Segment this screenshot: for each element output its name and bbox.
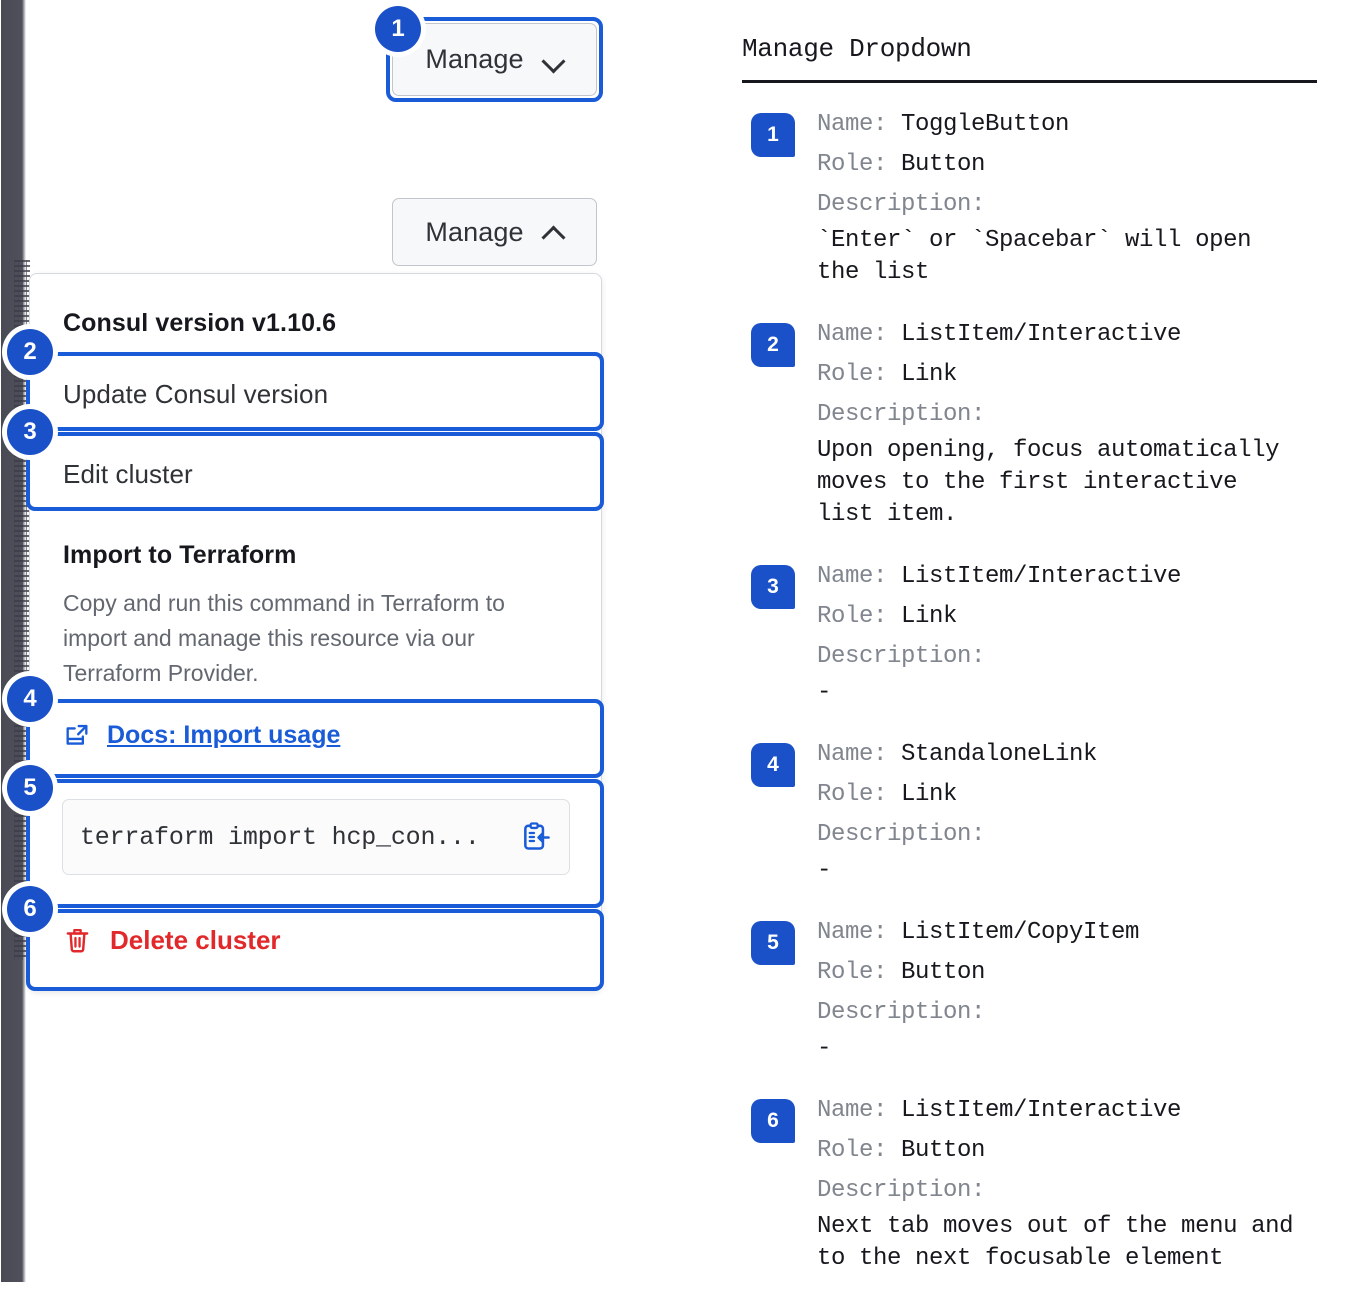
- legend-description-value: -: [817, 857, 832, 884]
- legend-name-value: ToggleButton: [901, 111, 1070, 138]
- callout-badge-3: 3: [7, 409, 53, 455]
- legend-name-label: Name:: [817, 1097, 902, 1124]
- legend-description-value: Next tab moves out of the menu and to th…: [817, 1213, 1294, 1272]
- legend-name-value: ListItem/Interactive: [901, 563, 1182, 590]
- callout-badge-2: 2: [7, 329, 53, 375]
- legend-role-value: Button: [901, 959, 986, 986]
- legend-description-label: Description:: [817, 643, 986, 670]
- trash-icon: [63, 926, 92, 955]
- menu-item-delete-cluster[interactable]: Delete cluster: [63, 925, 281, 956]
- legend-name-value: ListItem/Interactive: [901, 1097, 1182, 1124]
- legend-role-value: Button: [901, 1137, 986, 1164]
- callout-badge-6: 6: [7, 886, 53, 932]
- legend-divider: [742, 80, 1317, 83]
- legend-name-value: ListItem/CopyItem: [901, 919, 1140, 946]
- menu-item-edit-cluster[interactable]: Edit cluster: [63, 459, 193, 489]
- legend-name-value: ListItem/Interactive: [901, 321, 1182, 348]
- legend-role: Role: Link: [817, 775, 1317, 815]
- manage-toggle-label-open: Manage: [425, 216, 524, 247]
- legend-role: Role: Link: [817, 597, 1317, 637]
- legend-description-value: `Enter` or `Spacebar` will open the list: [817, 227, 1252, 286]
- chevron-up-icon: [544, 222, 564, 242]
- manage-toggle-button-closed[interactable]: Manage: [392, 23, 597, 96]
- annotated-ui-mock: Manage 1 Manage Consul version v1.10.6 U…: [0, 0, 700, 1282]
- legend-name: Name: ListItem/Interactive: [817, 1091, 1317, 1131]
- legend-role-label: Role:: [817, 781, 902, 808]
- menu-item-update-consul-version[interactable]: Update Consul version: [63, 379, 329, 409]
- legend-role-label: Role:: [817, 1137, 902, 1164]
- docs-import-usage-link[interactable]: Docs: Import usage: [63, 721, 340, 750]
- callout-badge-4: 4: [7, 676, 53, 722]
- legend-badge-6: 6: [751, 1099, 795, 1143]
- legend-name-label: Name:: [817, 919, 902, 946]
- import-to-terraform-description: Copy and run this command in Terraform t…: [63, 590, 505, 686]
- legend-name-label: Name:: [817, 741, 902, 768]
- legend-role-value: Link: [901, 361, 958, 388]
- legend-role: Role: Button: [817, 145, 1317, 185]
- legend-description-value: -: [817, 679, 832, 706]
- legend-name: Name: ListItem/CopyItem: [817, 913, 1317, 953]
- legend-role-label: Role:: [817, 959, 902, 986]
- legend-role: Role: Button: [817, 953, 1317, 993]
- callout-badge-5: 5: [7, 765, 53, 811]
- legend-title: Manage Dropdown: [742, 34, 972, 64]
- manage-toggle-button-open[interactable]: Manage: [392, 198, 597, 266]
- legend-name: Name: ListItem/Interactive: [817, 557, 1317, 597]
- legend-badge-3: 3: [751, 565, 795, 609]
- callout-badge-1: 1: [375, 6, 421, 52]
- legend-name: Name: StandaloneLink: [817, 735, 1317, 775]
- legend-role-value: Link: [901, 603, 958, 630]
- legend-name-label: Name:: [817, 321, 902, 348]
- legend-name-label: Name:: [817, 563, 902, 590]
- legend-name-label: Name:: [817, 111, 902, 138]
- legend-badge-5: 5: [751, 921, 795, 965]
- terraform-import-command-field[interactable]: terraform import hcp_con...: [62, 799, 570, 875]
- legend-role-value: Link: [901, 781, 958, 808]
- legend-badge-4: 4: [751, 743, 795, 787]
- legend-badge-2: 2: [751, 323, 795, 367]
- legend-role: Role: Link: [817, 355, 1317, 395]
- legend-role-value: Button: [901, 151, 986, 178]
- legend-role-label: Role:: [817, 151, 902, 178]
- manage-toggle-label: Manage: [425, 44, 524, 74]
- legend-description-label: Description:: [817, 1177, 986, 1204]
- terraform-import-command-text: terraform import hcp_con...: [80, 822, 480, 852]
- legend-description-label: Description:: [817, 821, 986, 848]
- delete-cluster-label: Delete cluster: [110, 925, 281, 955]
- legend-description-label: Description:: [817, 999, 986, 1026]
- manage-dropdown-panel: Consul version v1.10.6 Update Consul ver…: [29, 273, 602, 991]
- legend-description-value: Upon opening, focus automatically moves …: [817, 437, 1280, 528]
- legend-name: Name: ToggleButton: [817, 105, 1317, 145]
- import-to-terraform-heading: Import to Terraform: [63, 541, 297, 569]
- copy-to-clipboard-icon[interactable]: [520, 821, 552, 853]
- legend-role-label: Role:: [817, 603, 902, 630]
- legend-badge-1: 1: [751, 113, 795, 157]
- legend-name-value: StandaloneLink: [901, 741, 1098, 768]
- docs-external-link-icon: [63, 722, 91, 750]
- docs-import-usage-label: Docs: Import usage: [107, 721, 341, 749]
- consul-version-heading: Consul version v1.10.6: [63, 309, 337, 337]
- legend-role-label: Role:: [817, 361, 902, 388]
- legend-description-value: -: [817, 1035, 832, 1062]
- legend-description-label: Description:: [817, 401, 986, 428]
- legend-description-label: Description:: [817, 191, 986, 218]
- chevron-down-icon: [544, 50, 564, 70]
- legend-name: Name: ListItem/Interactive: [817, 315, 1317, 355]
- legend-role: Role: Button: [817, 1131, 1317, 1171]
